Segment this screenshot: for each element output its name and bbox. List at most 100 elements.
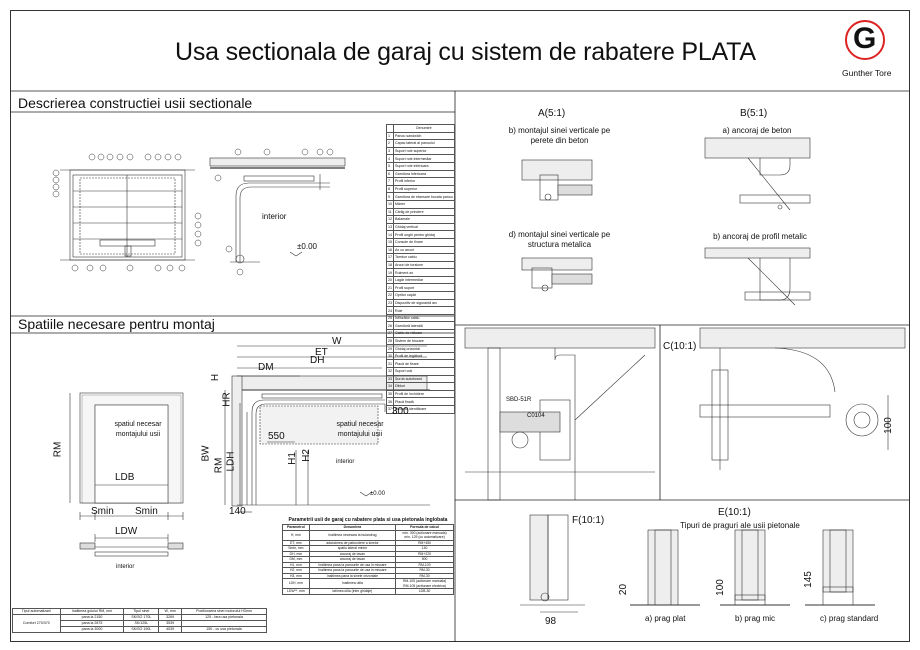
parts-list-item: Profil unghi pentru ghidaj [393, 230, 455, 239]
parts-list-number: 24 [386, 306, 394, 315]
space-side-bw-label: BW [200, 445, 212, 462]
space-side-et-label: ET [315, 347, 328, 358]
space-side-550-label: 550 [268, 431, 285, 442]
parts-list-number: 32 [386, 367, 394, 376]
detail-c-code-label: C0104 [527, 413, 545, 419]
parts-list-number: 13 [386, 222, 394, 232]
parts-list-item: Suport role intermediar [393, 154, 455, 163]
parts-list-number: 18 [386, 260, 394, 270]
motor-table-header-row: Tipul automatizarii Inaltimea golului RM… [12, 608, 268, 615]
parts-list-number: 25 [386, 313, 394, 323]
parts-list-item: Placă de fixare [393, 359, 455, 368]
space-front-ldb-label: LDB [115, 472, 135, 483]
parts-list-item: Ghidaj vertical [393, 222, 455, 232]
parts-list-item: Opritor capăt [393, 291, 455, 300]
space-side-300-label: 300 [392, 406, 409, 417]
parts-list-item: Suport role inferioara [393, 161, 455, 171]
parts-list-number: 27 [386, 329, 394, 338]
motor-table: Tipul automatizarii Inaltimea golului RM… [12, 608, 268, 633]
space-side-dm-label: DM [258, 362, 274, 373]
space-side-w-label: W [332, 336, 342, 347]
parts-list-number: 7 [386, 177, 394, 186]
params-cell: LDB-30 [395, 588, 454, 595]
parts-list-number: 28 [386, 336, 394, 346]
parts-list-item: Rulment ax [393, 268, 455, 277]
parts-list-number: 30 [386, 351, 394, 361]
parts-list-item: Ax cu arcuri [393, 245, 455, 255]
motor-table-row: Comfort 270/370 pana la 2150 SK/SO 170L … [12, 614, 268, 633]
params-cell: înaltimea pana la panourile de usa in mi… [308, 567, 397, 574]
space-front-area-label: spatiul necesar montajului usii [114, 421, 162, 438]
params-cell: LDW**, mm [282, 588, 310, 595]
params-cell: latimea utila (intre ghidaje) [308, 588, 397, 595]
parts-list-number: 15 [386, 237, 394, 247]
detail-b-a-caption: a) ancoraj de beton [722, 126, 792, 135]
motor-name: Comfort 270/370 [12, 614, 61, 633]
space-side-dh-label: DH [310, 355, 325, 366]
parts-list-item: Garnitura de etansare bucata panou [393, 192, 455, 201]
space-side-hr-label: HR [221, 392, 233, 407]
parts-list-number: 26 [386, 321, 394, 331]
parts-list-number: 8 [386, 184, 394, 194]
detail-e-thresholds [630, 529, 875, 606]
parts-list-header: Denumire [393, 124, 455, 133]
detail-b-title: B(5:1) [740, 108, 768, 119]
space-plan-drawing [79, 534, 184, 557]
parts-list-item: Profil de legătură [393, 351, 455, 361]
parts-list-item: Suport colț [393, 367, 455, 376]
parts-list-item: Arcuri de torsiune [393, 260, 455, 270]
parts-list-number: 23 [386, 298, 394, 308]
parts-list-item: Dispozitiv de siguranță arc [393, 298, 455, 308]
space-side-interior-label: interior [336, 459, 355, 465]
parts-list-item: Cârlig de prindere [393, 207, 455, 217]
detail-c-dim: 100 [882, 417, 894, 434]
detail-a-d-caption: d) montajul sinei verticale pe structura… [508, 230, 611, 249]
parts-list-header-no [386, 124, 394, 133]
space-plan-interior-label: interior [116, 564, 135, 570]
parts-list-item: Cablu de ridicare [393, 329, 455, 338]
parts-list-item: Capac lateral al panoului [393, 139, 455, 148]
parts-list-item: Lagăr intermediar [393, 275, 455, 285]
motor-cell: SK/SO 190L [123, 626, 160, 633]
motor-cell: 4039 [158, 626, 182, 633]
parts-list-item: Tambur cablu [393, 253, 455, 262]
detail-a-title: A(5:1) [538, 108, 566, 119]
space-side-ldh-label: LDH [225, 451, 237, 472]
detail-e-title: E(10:1) [718, 507, 751, 518]
parts-list-number: 17 [386, 253, 394, 262]
detail-f-dim: 98 [545, 616, 557, 627]
parts-list-number: 3 [386, 146, 394, 156]
detail-c-sbd-label: SBD-51R [506, 397, 532, 403]
parts-list-item: Profil inferior [393, 177, 455, 186]
construction-level-label: ±0.00 [297, 242, 317, 251]
parts-list-item: Console de fixare [393, 237, 455, 247]
threshold-flat-dim: 20 [618, 583, 630, 596]
space-side-h1-label: H1 [286, 452, 298, 465]
parts-list-item: Sistem de blocare [393, 336, 455, 346]
detail-e-subtitle: Tipuri de praguri ale usii pietonale [680, 521, 800, 530]
detail-f-title: F(10:1) [572, 515, 605, 526]
